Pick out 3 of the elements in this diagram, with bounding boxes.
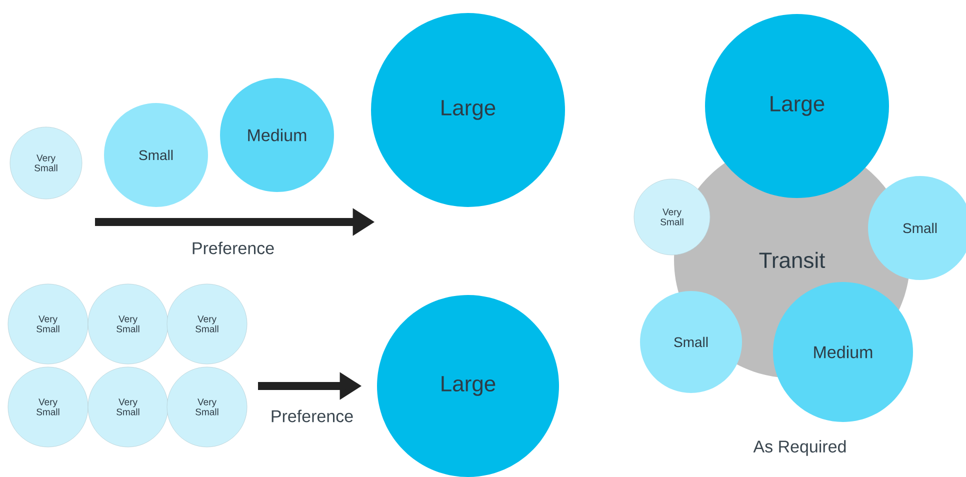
edge-label: Preference [192,242,274,254]
edge-label: Preference [272,410,353,422]
caption-label: As Required [753,440,846,456]
